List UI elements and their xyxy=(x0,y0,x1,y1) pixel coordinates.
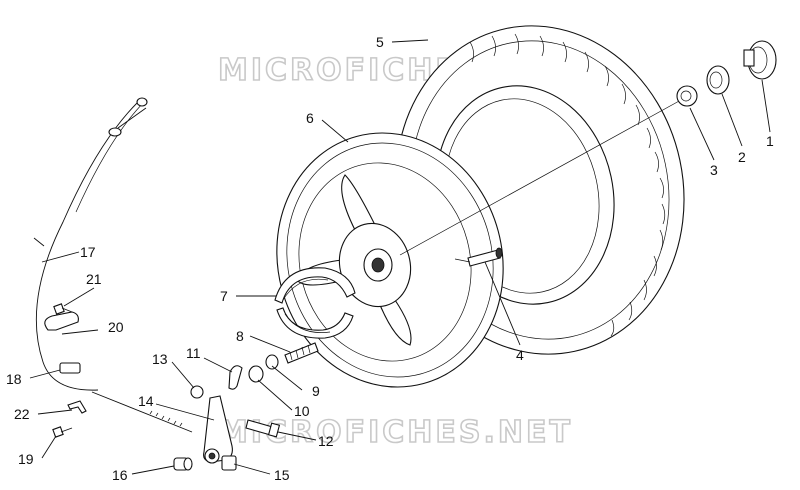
valve-icon xyxy=(454,247,503,267)
adjuster-nut-icon xyxy=(221,455,237,471)
label-10: 10 xyxy=(294,403,310,419)
label-13: 13 xyxy=(152,351,168,367)
label-9: 9 xyxy=(312,383,320,399)
label-2: 2 xyxy=(738,149,746,165)
cable-icon xyxy=(33,97,148,391)
brake-rod-icon xyxy=(91,391,193,433)
label-8: 8 xyxy=(236,328,244,344)
label-12: 12 xyxy=(318,433,334,449)
label-22: 22 xyxy=(14,406,30,422)
label-18: 18 xyxy=(6,371,22,387)
cap-icon xyxy=(743,40,777,80)
washer-icon xyxy=(265,354,279,370)
label-11: 11 xyxy=(186,345,201,361)
label-5: 5 xyxy=(376,34,384,50)
screw-icon xyxy=(53,303,73,315)
clip-icon xyxy=(44,311,79,331)
label-1: 1 xyxy=(766,133,774,149)
label-3: 3 xyxy=(710,162,718,178)
bearing-icon xyxy=(676,65,730,107)
brake-lever-icon xyxy=(203,395,233,464)
label-4: 4 xyxy=(516,347,524,363)
pin-icon xyxy=(173,457,193,471)
nut-icon xyxy=(190,385,204,399)
indicator-icon xyxy=(248,365,264,383)
label-19: 19 xyxy=(18,451,34,467)
label-6: 6 xyxy=(306,110,314,126)
bracket-icon xyxy=(67,400,87,414)
cam-shaft-icon xyxy=(284,342,319,364)
bolt-icon xyxy=(245,419,281,438)
spring-icon xyxy=(228,365,243,390)
brake-shoe-icon xyxy=(274,267,356,339)
label-21: 21 xyxy=(86,271,102,287)
label-14: 14 xyxy=(138,393,154,409)
label-17: 17 xyxy=(80,244,96,260)
label-7: 7 xyxy=(220,288,228,304)
label-20: 20 xyxy=(108,319,124,335)
screw-icon xyxy=(52,426,73,438)
label-15: 15 xyxy=(274,467,290,483)
label-16: 16 xyxy=(112,467,128,483)
leader-lines xyxy=(29,39,771,475)
